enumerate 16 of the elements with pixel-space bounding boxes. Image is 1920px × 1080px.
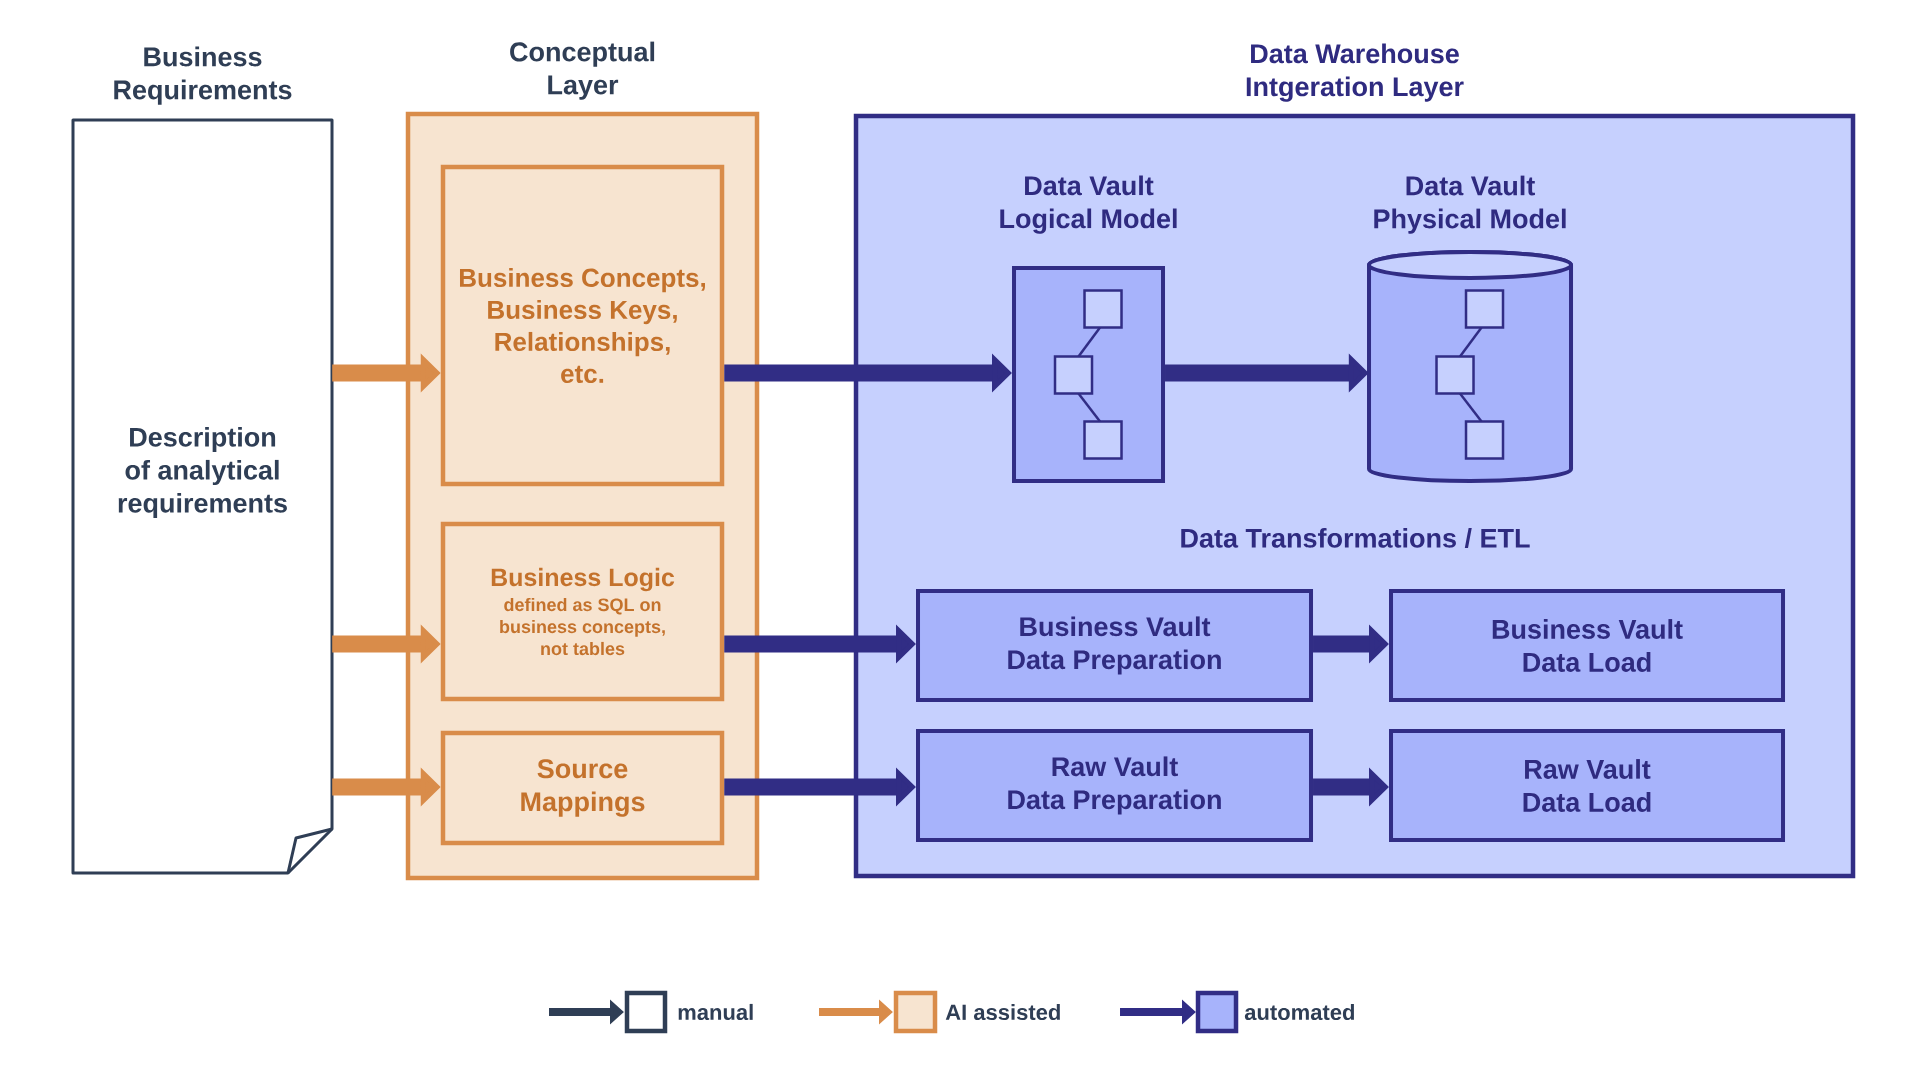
- column-heading: Conceptual Layer: [510, 41, 655, 100]
- legend-text: automated: [1244, 1003, 1354, 1021]
- column-heading: Data Warehouse Intgeration Layer: [1246, 43, 1464, 102]
- process-box: Business Vault Data Preparation: [916, 589, 1313, 702]
- legend-text: AI assisted: [945, 1003, 1060, 1021]
- model-heading: Data Vault Physical Model: [1374, 175, 1566, 234]
- process-box: Business Concepts, Business Keys, Relationships, etc.: [440, 164, 725, 487]
- model-heading: Data Vault Logical Model: [1000, 175, 1177, 234]
- process-box: Raw Vault Data Preparation: [916, 729, 1313, 842]
- process-box: Raw Vault Data Load: [1389, 729, 1785, 842]
- process-box: Source Mappings: [440, 730, 725, 846]
- column-heading: Business Requirements: [114, 46, 292, 105]
- section-label: Data Transformations / ETL: [1181, 527, 1530, 549]
- process-box: Business Vault Data Load: [1389, 589, 1785, 702]
- legend-text: manual: [678, 1003, 753, 1021]
- process-box: Business Logic defined as SQL on business concepts, not tables: [440, 521, 725, 702]
